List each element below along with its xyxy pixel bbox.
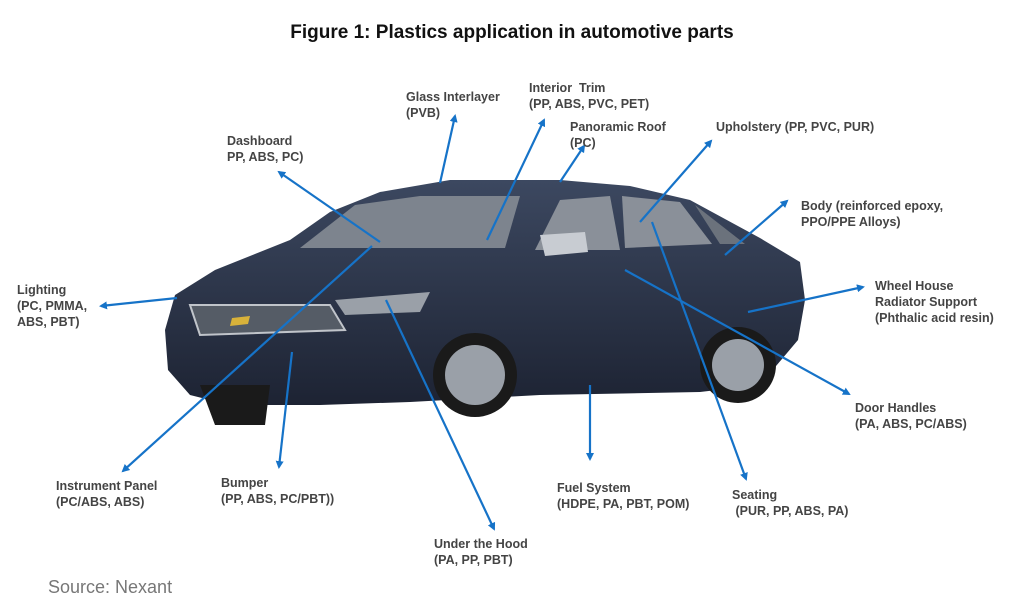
part-materials: (PC, PMMA, <box>17 299 88 313</box>
arrow-glass <box>438 114 458 184</box>
arrow-dashboard <box>277 170 381 243</box>
arrow-instrument <box>121 245 373 473</box>
label-lighting: Lighting (PC, PMMA, ABS, PBT) <box>17 282 87 330</box>
part-materials: (PC) <box>570 136 596 150</box>
part-materials: (PVB) <box>406 106 441 120</box>
arrow-hood <box>385 299 496 531</box>
part-name: Lighting <box>17 283 67 297</box>
part-name: Body (reinforced epoxy, <box>801 199 944 213</box>
part-name: Wheel House <box>875 279 954 293</box>
arrow-wheel <box>747 284 865 314</box>
car-image <box>165 180 805 425</box>
part-materials: (HDPE, PA, PBT, POM) <box>557 497 690 511</box>
label-under-the-hood: Under the Hood (PA, PP, PBT) <box>434 536 528 568</box>
label-upholstery: Upholstery (PP, PVC, PUR) <box>716 119 874 135</box>
part-materials: (PA, ABS, PC/ABS) <box>855 417 967 431</box>
part-name: Bumper <box>221 476 269 490</box>
arrow-door <box>624 269 851 395</box>
label-door-handles: Door Handles (PA, ABS, PC/ABS) <box>855 400 967 432</box>
arrow-body <box>724 199 789 256</box>
part-name: Under the Hood <box>434 537 528 551</box>
label-glass-interlayer: Glass Interlayer (PVB) <box>406 89 500 121</box>
part-materials: (PA, PP, PBT) <box>434 553 513 567</box>
label-interior-trim: Interior Trim (PP, ABS, PVC, PET) <box>529 80 649 112</box>
part-name: Glass Interlayer <box>406 90 500 104</box>
label-seating: Seating (PUR, PP, ABS, PA) <box>732 487 848 519</box>
part-materials: PP, ABS, PC) <box>227 150 304 164</box>
part-materials: PPO/PPE Alloys) <box>801 215 901 229</box>
label-wheel-house: Wheel House Radiator Support (Phthalic a… <box>875 278 994 326</box>
part-name: Fuel System <box>557 481 631 495</box>
arrow-lighting <box>99 296 178 310</box>
label-panoramic-roof: Panoramic Roof (PC) <box>570 119 666 151</box>
part-name: Door Handles <box>855 401 937 415</box>
label-instrument-panel: Instrument Panel (PC/ABS, ABS) <box>56 478 157 510</box>
part-name: Instrument Panel <box>56 479 158 493</box>
part-name-2: Radiator Support <box>875 295 978 309</box>
label-bumper: Bumper (PP, ABS, PC/PBT)) <box>221 475 334 507</box>
arrow-interior <box>486 118 546 241</box>
part-materials: (Phthalic acid resin) <box>875 311 994 325</box>
part-materials: (PP, ABS, PC/PBT)) <box>221 492 335 506</box>
arrows <box>99 114 865 531</box>
label-fuel-system: Fuel System (HDPE, PA, PBT, POM) <box>557 480 689 512</box>
figure-title: Figure 1: Plastics application in automo… <box>290 22 734 43</box>
part-name: Panoramic Roof <box>570 120 666 134</box>
part-materials: (PP, ABS, PVC, PET) <box>529 97 650 111</box>
label-body: Body (reinforced epoxy, PPO/PPE Alloys) <box>801 198 943 230</box>
arrow-seating <box>650 221 748 481</box>
part-name: Upholstery (PP, PVC, PUR) <box>716 120 875 134</box>
part-materials: (PUR, PP, ABS, PA) <box>732 504 849 518</box>
arrow-upholstery <box>639 139 713 223</box>
part-materials: (PC/ABS, ABS) <box>56 495 145 509</box>
source-note: Source: Nexant <box>48 577 173 597</box>
arrow-roof <box>559 144 586 183</box>
arrow-bumper <box>275 351 294 469</box>
part-name: Interior Trim <box>529 81 606 95</box>
part-materials-2: ABS, PBT) <box>17 315 80 329</box>
part-name: Seating <box>732 488 778 502</box>
label-dashboard: Dashboard PP, ABS, PC) <box>227 133 303 165</box>
part-name: Dashboard <box>227 134 293 148</box>
